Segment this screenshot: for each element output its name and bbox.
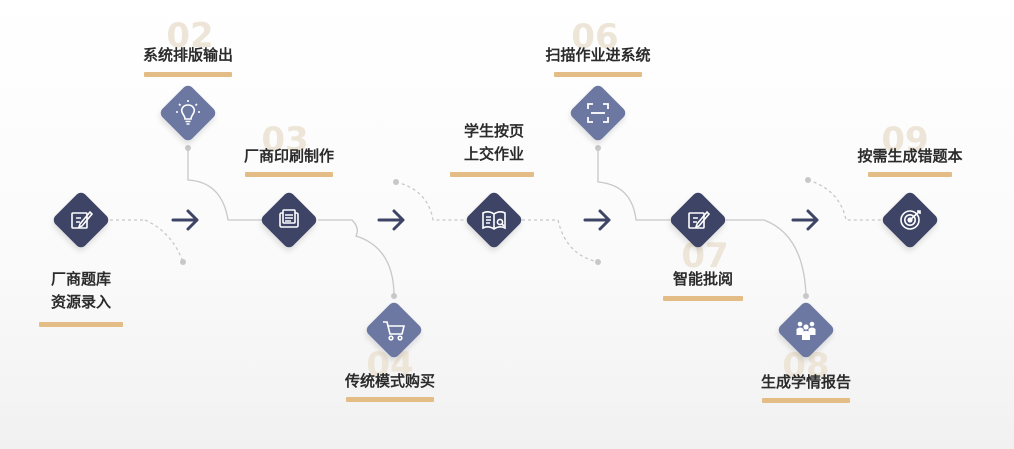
arrow-right-icon <box>583 209 611 231</box>
book-search-icon <box>482 211 506 230</box>
step-2-node <box>158 83 218 143</box>
step-7-node <box>668 190 728 250</box>
arrow-right-icon <box>377 209 405 231</box>
step-4-node <box>364 300 424 360</box>
people-icon <box>796 321 816 340</box>
step-6-label: 扫描作业进系统 <box>545 46 651 64</box>
step-4-underline <box>346 397 434 402</box>
step-5-underline <box>450 172 534 177</box>
step-1-label: 厂商题库 资源录入 <box>51 268 111 314</box>
edit-icon <box>71 210 94 229</box>
step-9-node <box>880 190 940 250</box>
edit-icon <box>688 210 711 229</box>
step-6-node <box>568 83 628 143</box>
step-4-label: 传统模式购买 <box>344 372 436 390</box>
step-3-label: 厂商印刷制作 <box>243 147 335 165</box>
step-8-node <box>776 300 836 360</box>
lightbulb-icon <box>176 100 200 125</box>
step-6-underline <box>554 72 642 77</box>
arrow-right-icon <box>791 209 819 231</box>
print-icon <box>279 209 299 228</box>
step-8-label: 生成学情报告 <box>760 373 852 391</box>
step-2-label: 系统排版输出 <box>142 46 234 64</box>
step-9-label: 按需生成错题本 <box>857 147 963 165</box>
scan-icon <box>587 103 609 123</box>
step-7-label: 智能批阅 <box>672 270 734 288</box>
step-3-node <box>259 190 319 250</box>
step-3-underline <box>245 172 333 177</box>
arrow-right-icon <box>171 209 199 231</box>
step-8-underline <box>762 398 850 403</box>
step-1-node <box>51 190 111 250</box>
step-9-underline <box>868 172 952 177</box>
cart-icon <box>383 321 406 341</box>
target-icon <box>900 210 921 230</box>
step-7-underline <box>663 296 743 301</box>
step-5-label: 学生按页 上交作业 <box>464 120 524 166</box>
step-2-underline <box>144 72 232 77</box>
step-1-label-text: 厂商题库 资源录入 <box>50 270 112 311</box>
step-5-label-text: 学生按页 上交作业 <box>463 122 525 163</box>
step-1-underline <box>39 322 123 327</box>
step-5-node <box>464 190 524 250</box>
